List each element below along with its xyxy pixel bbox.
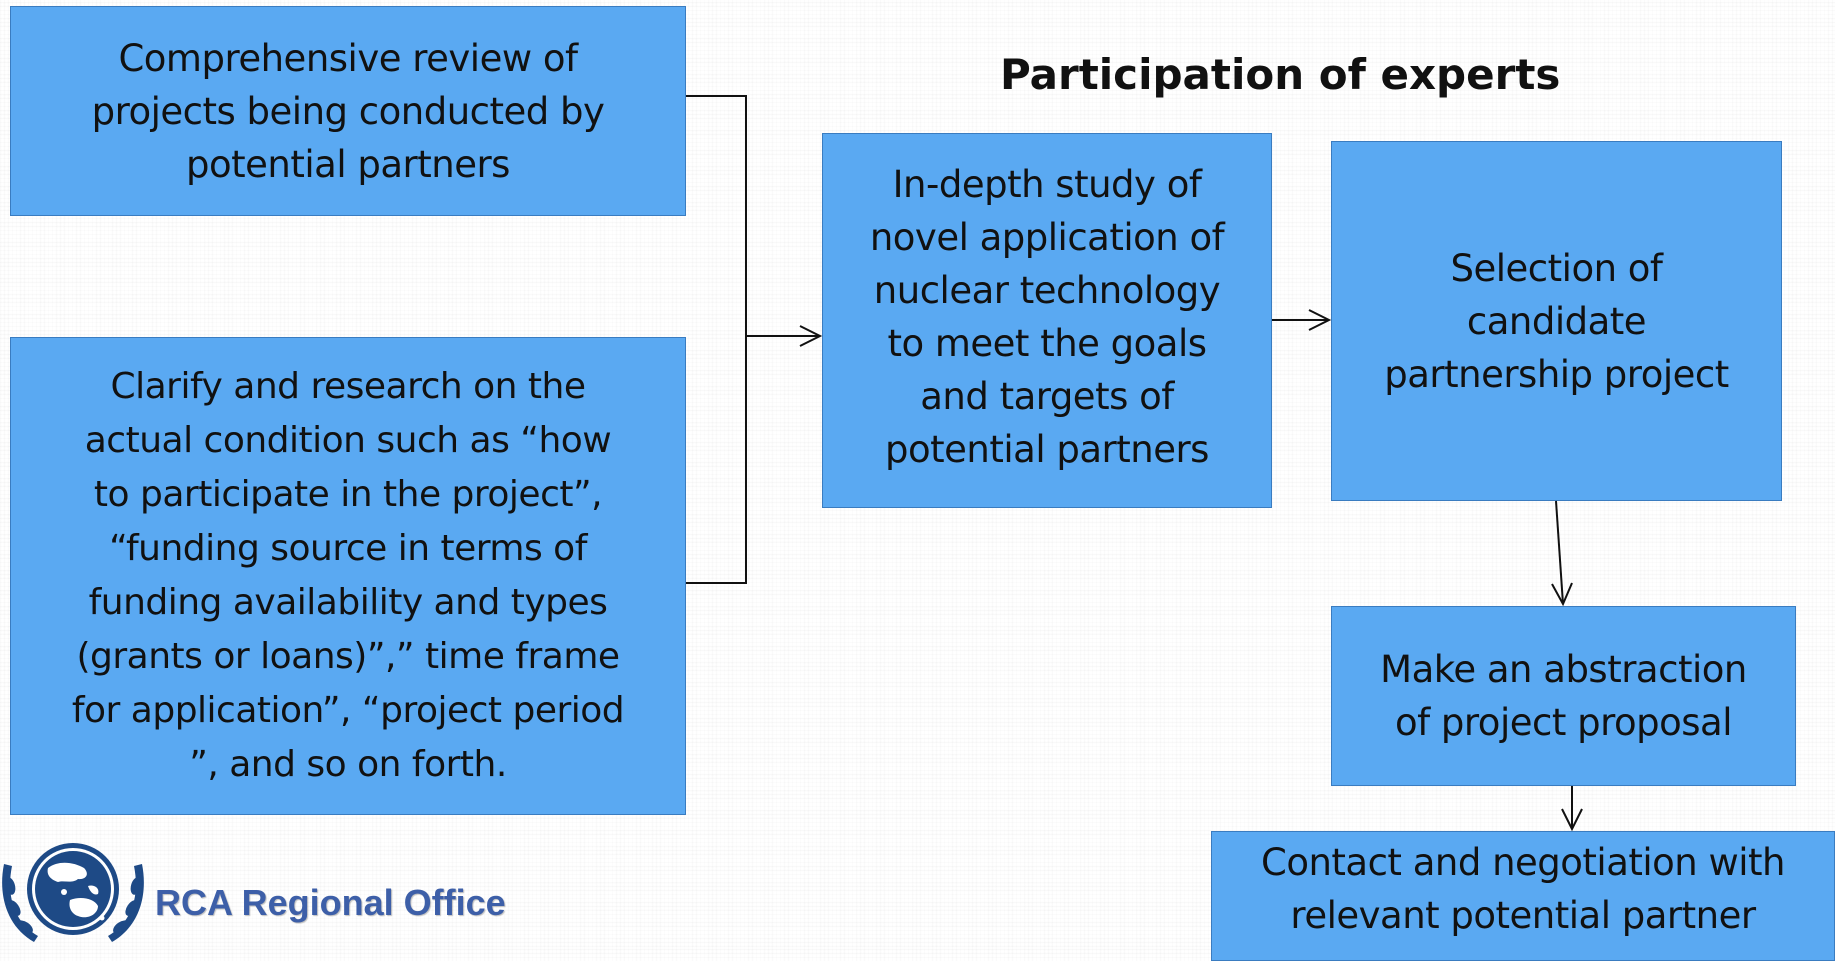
arrow-down-icon — [1561, 786, 1583, 832]
in-depth-study-box: In-depth study of novel application of n… — [822, 133, 1272, 508]
arrow-right-icon — [746, 325, 823, 347]
arrow-down-icon — [1551, 500, 1573, 607]
clarify-conditions-text: Clarify and research on the actual condi… — [71, 366, 625, 785]
review-projects-box: Comprehensive review of projects being c… — [10, 6, 686, 216]
in-depth-study-text: In-depth study of novel application of n… — [869, 163, 1225, 471]
arrow-right-icon — [1272, 309, 1332, 331]
bracket-connector — [686, 95, 747, 584]
review-projects-text: Comprehensive review of projects being c… — [91, 36, 605, 186]
clarify-conditions-box: Clarify and research on the actual condi… — [10, 337, 686, 815]
contact-negotiation-box: Contact and negotiation with relevant po… — [1211, 831, 1835, 961]
diagram-heading: Participation of experts — [1000, 50, 1561, 99]
selection-text: Selection of candidate partnership proje… — [1384, 247, 1729, 396]
selection-box: Selection of candidate partnership proje… — [1331, 141, 1782, 501]
abstraction-text: Make an abstraction of project proposal — [1380, 648, 1747, 744]
un-emblem-icon — [2, 843, 144, 942]
contact-negotiation-text: Contact and negotiation with relevant po… — [1260, 841, 1786, 937]
abstraction-box: Make an abstraction of project proposal — [1331, 606, 1796, 786]
org-name: RCA Regional Office — [155, 882, 506, 923]
